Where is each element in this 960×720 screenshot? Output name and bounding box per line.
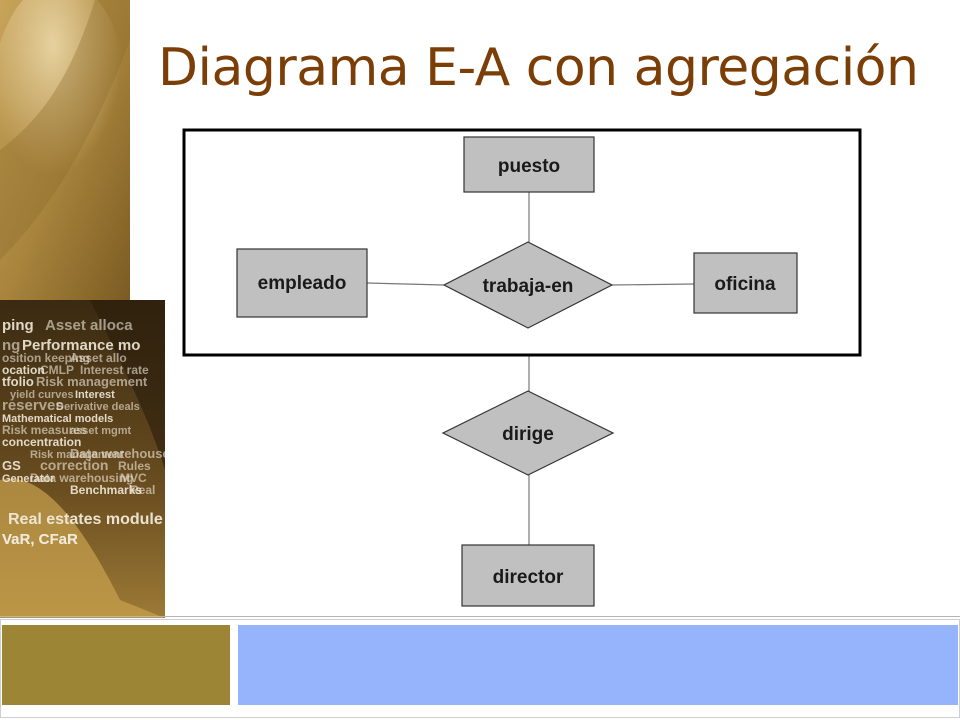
footer-blue-bar: [238, 625, 958, 705]
background-word: Asset alloca: [45, 317, 133, 334]
background-word: concentration: [2, 435, 81, 449]
entity-empleado-label: empleado: [258, 273, 347, 294]
background-word: Asset allo: [70, 351, 127, 365]
background-word: asset mgmt: [70, 425, 131, 437]
entity-director: director: [461, 544, 595, 607]
relationship-dirige-label: dirige: [502, 424, 554, 445]
entity-empleado: empleado: [236, 248, 368, 318]
entity-puesto: puesto: [463, 136, 595, 193]
background-word: yield curves: [10, 389, 74, 401]
footer-divider: [0, 616, 960, 617]
background-word: osition keeping: [2, 351, 90, 365]
footer-olive-bar: [2, 625, 230, 705]
background-word: ocation: [2, 363, 45, 377]
background-word: Interest rate: [80, 363, 149, 377]
background-word: Generator: [2, 473, 55, 485]
background-word: Mathematical models: [2, 413, 113, 425]
background-word: Benchmarks: [70, 483, 142, 497]
background-word: correction: [40, 457, 108, 473]
relationship-trabaja-en-label: trabaja-en: [483, 276, 574, 297]
background-word: Performance mo: [22, 337, 140, 354]
line-trabaja-en-oficina: [611, 283, 695, 286]
background-word: Risk measures: [2, 423, 87, 437]
background-word: Derivative deals: [56, 401, 140, 413]
background-word: Risk management: [36, 374, 148, 389]
background-word: Data warehouse: [70, 446, 165, 461]
background-word: CMLP: [40, 363, 74, 377]
background-word: Interest: [75, 389, 115, 401]
background-word: Risk management: [30, 449, 124, 461]
background-word: VaR, CFaR: [2, 531, 78, 548]
background-word: Real: [130, 483, 155, 497]
aggregation-box: [182, 128, 862, 357]
background-word: tfolio: [2, 374, 34, 389]
background-word: VaR, CFaR: [2, 531, 78, 548]
line-empleado-trabaja-en: [366, 282, 445, 286]
background-word: GS: [2, 458, 21, 473]
background-word: ng: [2, 337, 20, 354]
relationship-trabaja-en: trabaja-en: [442, 241, 614, 329]
background-word: reserves: [2, 397, 64, 414]
entity-puesto-label: puesto: [498, 156, 560, 177]
slide-title: Diagrama E-A con agregación: [158, 38, 919, 98]
background-word: MVC: [120, 471, 147, 485]
background-word: Data warehousing: [30, 471, 133, 485]
relationship-dirige: dirige: [441, 390, 615, 476]
background-word: Rules: [118, 459, 151, 473]
entity-oficina-label: oficina: [714, 274, 776, 295]
entity-director-label: director: [493, 567, 564, 588]
background-word: Real estates module: [8, 511, 163, 528]
background-word: ping: [2, 317, 34, 334]
entity-oficina: oficina: [693, 252, 798, 314]
